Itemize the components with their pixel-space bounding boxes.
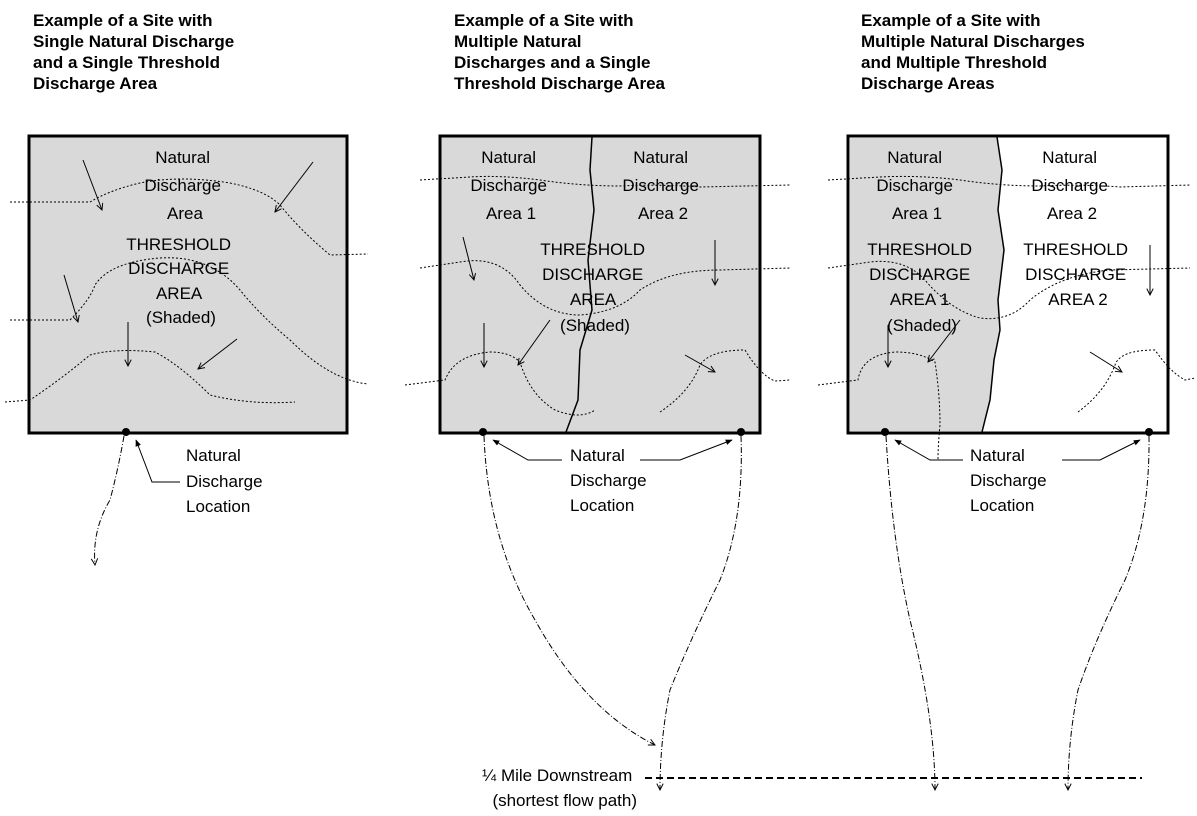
threshold-discharge-area-label-3a: THRESHOLD DISCHARGE AREA 1 (Shaded) bbox=[867, 240, 977, 335]
threshold-discharge-area-label-3b: THRESHOLD DISCHARGE AREA 2 bbox=[1023, 240, 1133, 309]
discharge-point-1 bbox=[122, 428, 130, 436]
natural-discharge-location-label-2: Natural Discharge Location bbox=[570, 446, 651, 515]
location-leader-3a bbox=[894, 439, 963, 461]
discharge-point-2b bbox=[737, 428, 745, 436]
threshold-discharge-area-label-1: THRESHOLD DISCHARGE AREA (Shaded) bbox=[126, 235, 236, 327]
downstream-flow-path-3b bbox=[1068, 435, 1150, 790]
natural-discharge-area-label-1: Natural Discharge Area bbox=[144, 148, 225, 223]
natural-discharge-area-label-3b: Natural Discharge Area 2 bbox=[1031, 148, 1112, 223]
panel-1-title: Example of a Site with Single Natural Di… bbox=[33, 11, 235, 93]
natural-discharge-location-label-3: Natural Discharge Location bbox=[970, 446, 1051, 515]
discharge-point-3a bbox=[881, 428, 889, 436]
panel-3-title: Example of a Site with Multiple Natural … bbox=[861, 11, 1085, 93]
downstream-flow-path-1 bbox=[95, 435, 125, 565]
flow-arrows-2 bbox=[462, 236, 715, 372]
downstream-flow-path-2b bbox=[660, 435, 742, 790]
drainage-divide-2 bbox=[565, 136, 595, 433]
site-boundary-1 bbox=[27, 134, 349, 435]
panel-2: Natural Discharge Area 1 Natural Dischar… bbox=[404, 134, 791, 790]
flow-arrows-1 bbox=[63, 159, 314, 369]
location-leader-1 bbox=[135, 439, 180, 483]
natural-discharge-area-label-2a: Natural Discharge Area 1 bbox=[470, 148, 551, 223]
natural-discharge-area-label-2b: Natural Discharge Area 2 bbox=[622, 148, 703, 223]
panel-2-title: Example of a Site with Multiple Natural … bbox=[454, 11, 665, 93]
discharge-point-2a bbox=[479, 428, 487, 436]
quarter-mile-downstream-label: ¼ Mile Downstream (shortest flow path) bbox=[482, 766, 637, 810]
flow-arrows-3 bbox=[888, 245, 1150, 372]
panel-3: Natural Discharge Area 1 Natural Dischar… bbox=[817, 134, 1196, 790]
downstream-flow-path-3a bbox=[885, 435, 935, 790]
natural-discharge-area-label-3a: Natural Discharge Area 1 bbox=[876, 148, 957, 223]
contour-lines-1 bbox=[4, 178, 369, 404]
discharge-point-3b bbox=[1145, 428, 1153, 436]
downstream-flow-path-2a bbox=[483, 435, 655, 745]
drainage-divide-3 bbox=[981, 136, 1005, 433]
panel-1: Natural Discharge Area THRESHOLD DISCHAR… bbox=[4, 134, 369, 565]
threshold-discharge-area-label-2: THRESHOLD DISCHARGE AREA (Shaded) bbox=[540, 240, 650, 335]
contour-lines-3 bbox=[817, 175, 1196, 461]
natural-discharge-location-label-1: Natural Discharge Location bbox=[186, 446, 267, 516]
location-leader-3b bbox=[1062, 439, 1141, 461]
location-leader-2b bbox=[640, 439, 733, 461]
location-leader-2a bbox=[492, 439, 562, 461]
